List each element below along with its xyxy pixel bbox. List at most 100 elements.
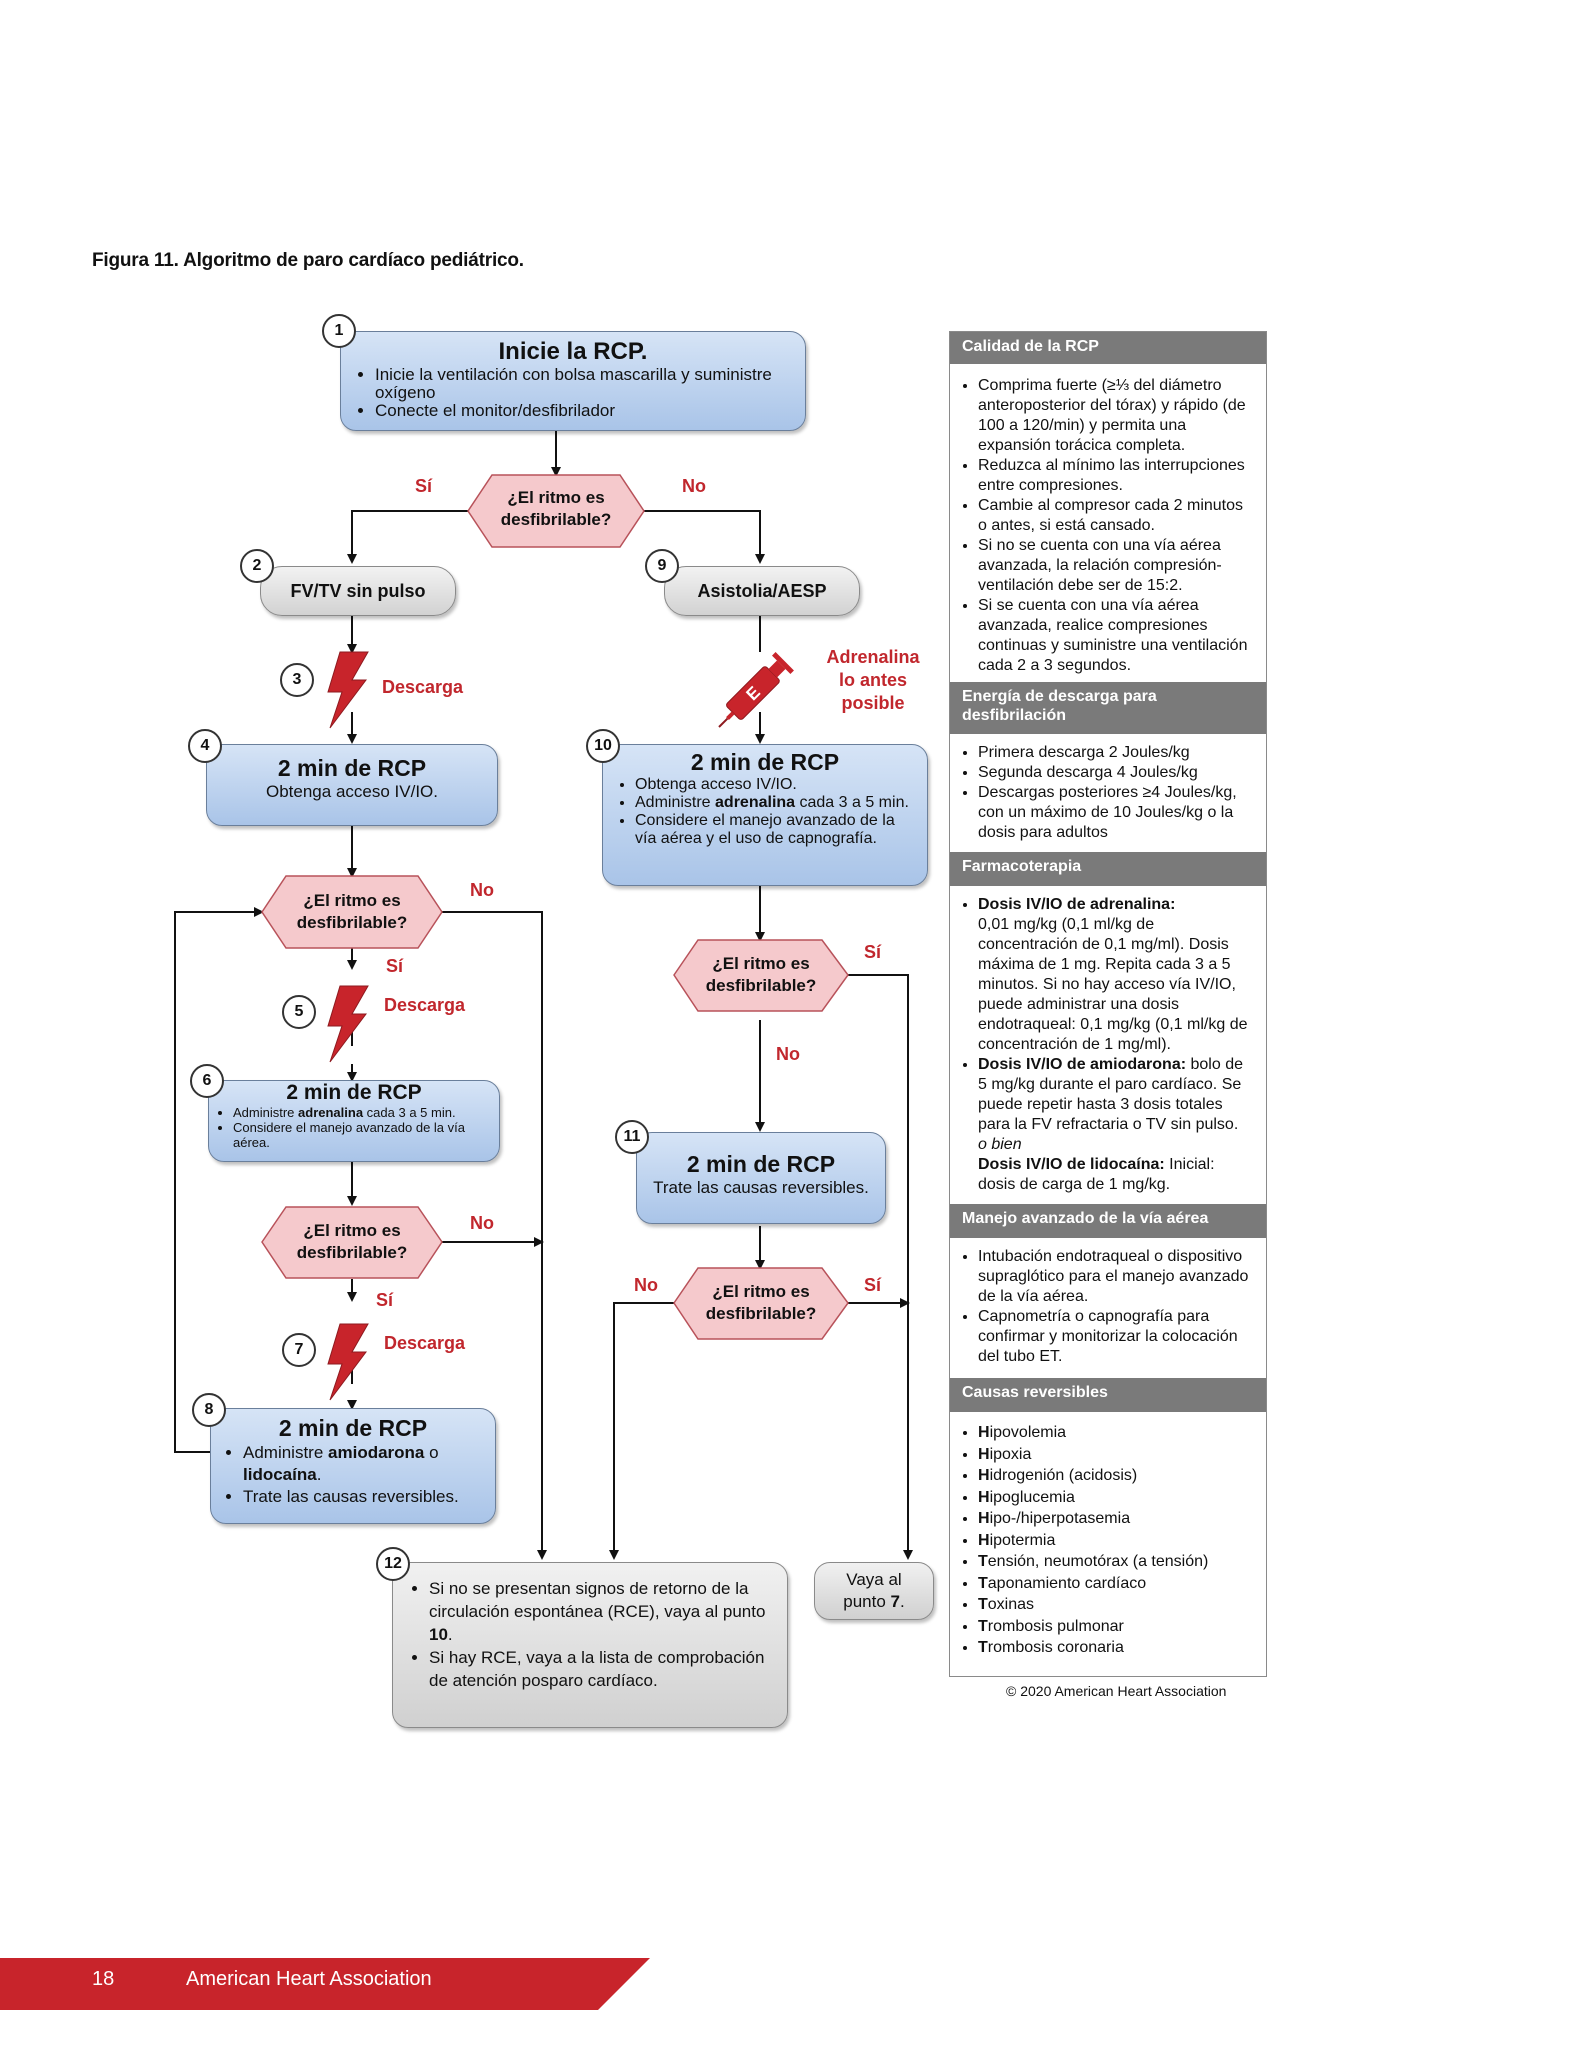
box-cpr-antiarrhythmic: 2 min de RCP Administre amiodarona o lid… (210, 1408, 496, 1524)
box-cpr-adrenaline: 2 min de RCP Obtenga acceso IV/IO. Admin… (602, 744, 928, 886)
section-header-shock-energy: Energía de descarga para desfibrilación (950, 682, 1266, 734)
step-number: 12 (376, 1547, 410, 1581)
step-number: 11 (615, 1120, 649, 1154)
reference-panel: Calidad de la RCP Comprima fuerte (≥⅓ de… (949, 331, 1267, 1677)
copyright: © 2020 American Heart Association (1006, 1683, 1227, 1699)
box12-item-2: Si hay RCE, vaya a la lista de comprobac… (429, 1646, 771, 1692)
cause-item: Hipo-/hiperpotasemia (978, 1508, 1256, 1530)
box10-item-3: Considere el manejo avanzado de la vía a… (635, 812, 915, 848)
goto7-line2: punto 7. (843, 1592, 905, 1611)
step-number: 1 (322, 314, 356, 348)
no-label: No (470, 1213, 494, 1233)
box-vf-pvt: FV/TV sin pulso (260, 566, 456, 616)
box12-item-1: Si no se presentan signos de retorno de … (429, 1577, 771, 1646)
box-asystole-pea: Asistolia/AESP (664, 566, 860, 616)
figure-title: Figura 11. Algoritmo de paro cardíaco pe… (92, 250, 524, 271)
section-header-drug-therapy: Farmacoterapia (950, 852, 1266, 886)
decision-shockable-3: ¿El ritmo es desfibrilable? (705, 954, 817, 995)
shock-energy-item: Segunda descarga 4 Joules/kg (978, 763, 1256, 783)
page-number: 18 (92, 1968, 115, 1990)
box10-item-1: Obtenga acceso IV/IO. (635, 776, 915, 794)
box-goto-step-7: Vaya al punto 7. (814, 1562, 934, 1620)
decision-shockable-5: ¿El ritmo es desfibrilable? (705, 1282, 817, 1323)
yes-label: Sí (415, 476, 433, 496)
step-number: 7 (282, 1333, 316, 1367)
shock-label: Descarga (384, 995, 466, 1015)
footer-organization: American Heart Association (186, 1968, 432, 1990)
cause-item: Taponamiento cardíaco (978, 1573, 1256, 1595)
step-number: 9 (645, 549, 679, 583)
decision-shockable-1: ¿El ritmo es desfibrilable? (500, 488, 612, 529)
box6-item-1: Administre adrenalina cada 3 a 5 min. (233, 1105, 489, 1120)
yes-label: Sí (864, 1275, 882, 1295)
box9-label: Asistolia/AESP (697, 580, 827, 601)
shock-label: Descarga (384, 1333, 466, 1353)
cause-item: Hipovolemia (978, 1422, 1256, 1444)
box6-title: 2 min de RCP (286, 1081, 422, 1104)
cpr-quality-item: Reduzca al mínimo las interrupciones ent… (978, 456, 1256, 496)
box-cpr-iv-access: 2 min de RCP Obtenga acceso IV/IO. (206, 744, 498, 826)
goto7-line1: Vaya al (846, 1570, 902, 1589)
drug-lidocaine: Dosis IV/IO de lidocaína: Inicial: dosis… (978, 1156, 1215, 1193)
section-header-reversible-causes: Causas reversibles (950, 1378, 1266, 1412)
cause-item: Tensión, neumotórax (a tensión) (978, 1551, 1256, 1573)
box-start-cpr: Inicie la RCP. Inicie la ventilación con… (340, 331, 806, 431)
cpr-quality-item: Comprima fuerte (≥⅓ del diámetro anterop… (978, 376, 1256, 456)
footer-bar (0, 1958, 650, 2010)
yes-label: Sí (864, 942, 882, 962)
cpr-quality-item: Si se cuenta con una vía aérea avanzada,… (978, 596, 1256, 676)
box-cpr-reversible: 2 min de RCP Trate las causas reversible… (636, 1132, 886, 1224)
box11-sub: Trate las causas reversibles. (653, 1178, 869, 1197)
box1-item-2: Conecte el monitor/desfibrilador (375, 402, 791, 420)
lightning-icon (327, 985, 369, 1063)
box-cpr-adrenaline-left: 2 min de RCP Administre adrenalina cada … (208, 1080, 500, 1162)
decision-shockable-2: ¿El ritmo es desfibrilable? (296, 891, 408, 932)
yes-label: Sí (386, 956, 404, 976)
no-label: No (776, 1044, 800, 1064)
box10-item-2: Administre adrenalina cada 3 a 5 min. (635, 794, 915, 812)
cause-item: Hipoglucemia (978, 1487, 1256, 1509)
section-header-airway: Manejo avanzado de la vía aérea (950, 1204, 1266, 1238)
box6-item-2: Considere el manejo avanzado de la vía a… (233, 1120, 489, 1150)
syringe-icon: E (718, 652, 794, 728)
drug-adrenaline: Dosis IV/IO de adrenalina:0,01 mg/kg (0,… (978, 895, 1256, 1055)
no-label: No (682, 476, 706, 496)
drug-amiodarone: Dosis IV/IO de amiodarona: bolo de 5 mg/… (978, 1055, 1256, 1135)
no-label: No (470, 880, 494, 900)
cause-item: Trombosis coronaria (978, 1637, 1256, 1659)
box1-title: Inicie la RCP. (498, 338, 648, 365)
box10-title: 2 min de RCP (690, 749, 840, 775)
drug-or: o bien (978, 1136, 1022, 1153)
shock-energy-item: Primera descarga 2 Joules/kg (978, 743, 1256, 763)
box8-item-1: Administre amiodarona o lidocaína. (243, 1442, 483, 1486)
box1-item-1: Inicie la ventilación con bolsa mascaril… (375, 366, 791, 402)
step-number: 5 (282, 995, 316, 1029)
step-number: 6 (190, 1064, 224, 1098)
step-number: 10 (586, 729, 620, 763)
box11-title: 2 min de RCP (686, 1151, 836, 1177)
cause-item: Hipoxia (978, 1444, 1256, 1466)
step-number: 8 (192, 1393, 226, 1427)
cpr-quality-item: Si no se cuenta con una vía aérea avanza… (978, 536, 1256, 596)
yes-label: Sí (376, 1290, 394, 1310)
cause-item: Toxinas (978, 1594, 1256, 1616)
decision-shockable-4: ¿El ritmo es desfibrilable? (296, 1221, 408, 1262)
airway-item: Capnometría o capnografía para confirmar… (978, 1307, 1256, 1367)
box4-title: 2 min de RCP (277, 755, 427, 781)
lightning-icon (327, 1323, 369, 1401)
no-label: No (634, 1275, 658, 1295)
lightning-icon (327, 651, 369, 729)
section-header-cpr-quality: Calidad de la RCP (950, 332, 1266, 364)
step-number: 3 (280, 663, 314, 697)
step-number: 2 (240, 549, 274, 583)
airway-item: Intubación endotraqueal o dispositivo su… (978, 1247, 1256, 1307)
box4-sub: Obtenga acceso IV/IO. (266, 782, 438, 801)
box8-title: 2 min de RCP (278, 1415, 428, 1441)
cause-item: Hipotermia (978, 1530, 1256, 1552)
adrenaline-note: Adrenalina lo antes posible (826, 647, 920, 713)
step-number: 4 (188, 729, 222, 763)
box8-item-2: Trate las causas reversibles. (243, 1486, 483, 1508)
cause-item: Trombosis pulmonar (978, 1616, 1256, 1638)
cause-item: Hidrogenión (acidosis) (978, 1465, 1256, 1487)
